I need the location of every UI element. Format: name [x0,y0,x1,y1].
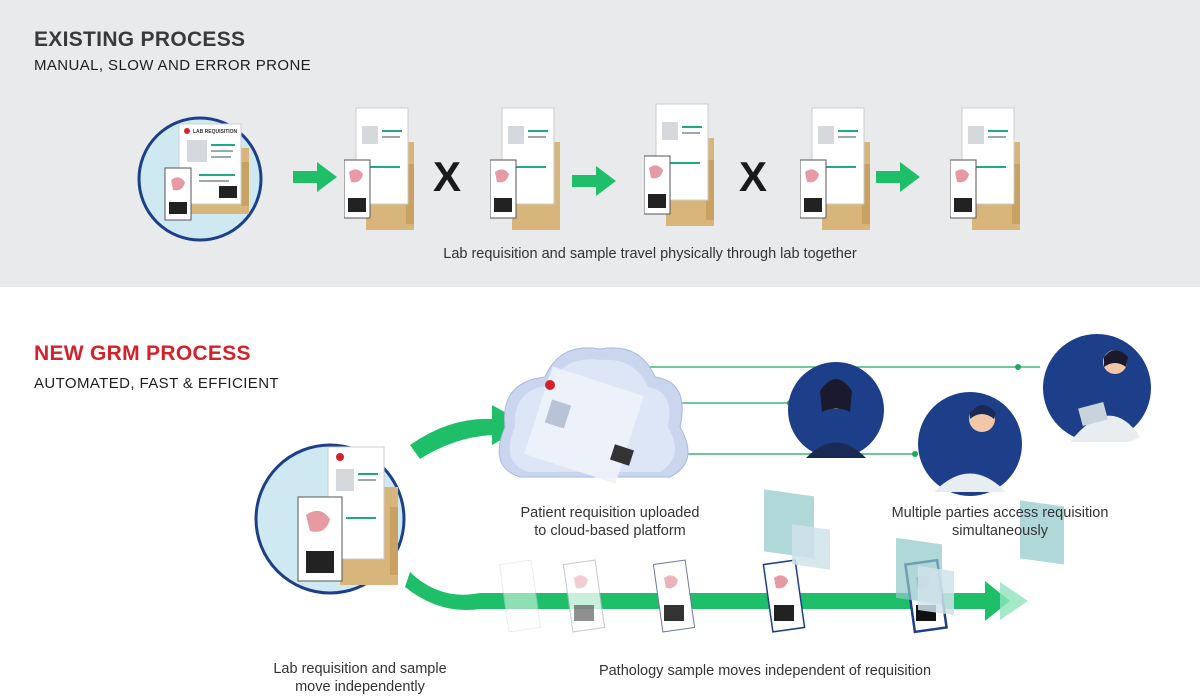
cloud-platform [498,347,689,484]
upload-arrow [410,405,528,459]
existing-process-title: EXISTING PROCESS [34,28,246,51]
existing-start-circle: LAB REQUISITION [137,110,263,248]
new-start-circle [254,443,406,595]
requisition-folder-4 [800,104,874,236]
sample-track-arrow [405,572,1010,621]
parties-caption-line-1: Multiple parties access requisition [891,505,1109,521]
sample-caption: Pathology sample moves independent of re… [598,663,932,679]
requisition-form-label: LAB REQUISITION [193,129,238,135]
existing-process-section: EXISTING PROCESS MANUAL, SLOW AND ERROR … [0,0,1200,287]
cloud-caption-line-2: to cloud-based platform [534,523,686,539]
person-man-avatar [896,392,1022,616]
requisition-folder-3 [644,100,718,232]
requisition-folder-2 [490,104,564,236]
new-process-title: NEW GRM PROCESS [34,342,251,365]
independent-caption-line-1: Lab requisition and sample [273,661,447,677]
independent-caption-line-2: move independently [295,679,425,695]
parties-caption-line-2: simultaneously [952,523,1048,539]
flow-arrow-1 [293,160,338,194]
parties-caption: Multiple parties access requisition simu… [845,504,1155,540]
person-scientist-avatar [1020,334,1151,565]
existing-process-subtitle: MANUAL, SLOW AND ERROR PRONE [34,57,312,74]
new-process-subtitle: AUTOMATED, FAST & EFFICIENT [34,375,279,392]
sample-slides [498,558,948,634]
cloud-caption: Patient requisition uploaded to cloud-ba… [490,504,730,540]
error-mark-1: X [433,153,462,200]
independent-caption: Lab requisition and sample move independ… [240,660,480,696]
cloud-caption-line-1: Patient requisition uploaded [520,505,700,521]
flow-arrow-2 [572,164,617,198]
existing-process-caption: Lab requisition and sample travel physic… [443,246,857,262]
error-mark-2: X [739,153,768,200]
grm-flow-illustration [0,287,1200,699]
requisition-folder-5 [950,104,1024,236]
requisition-folder-1 [344,104,418,236]
person-woman-avatar [764,362,884,570]
new-process-section: NEW GRM PROCESS AUTOMATED, FAST & EFFICI… [0,287,1200,699]
flow-arrow-3 [876,160,921,194]
